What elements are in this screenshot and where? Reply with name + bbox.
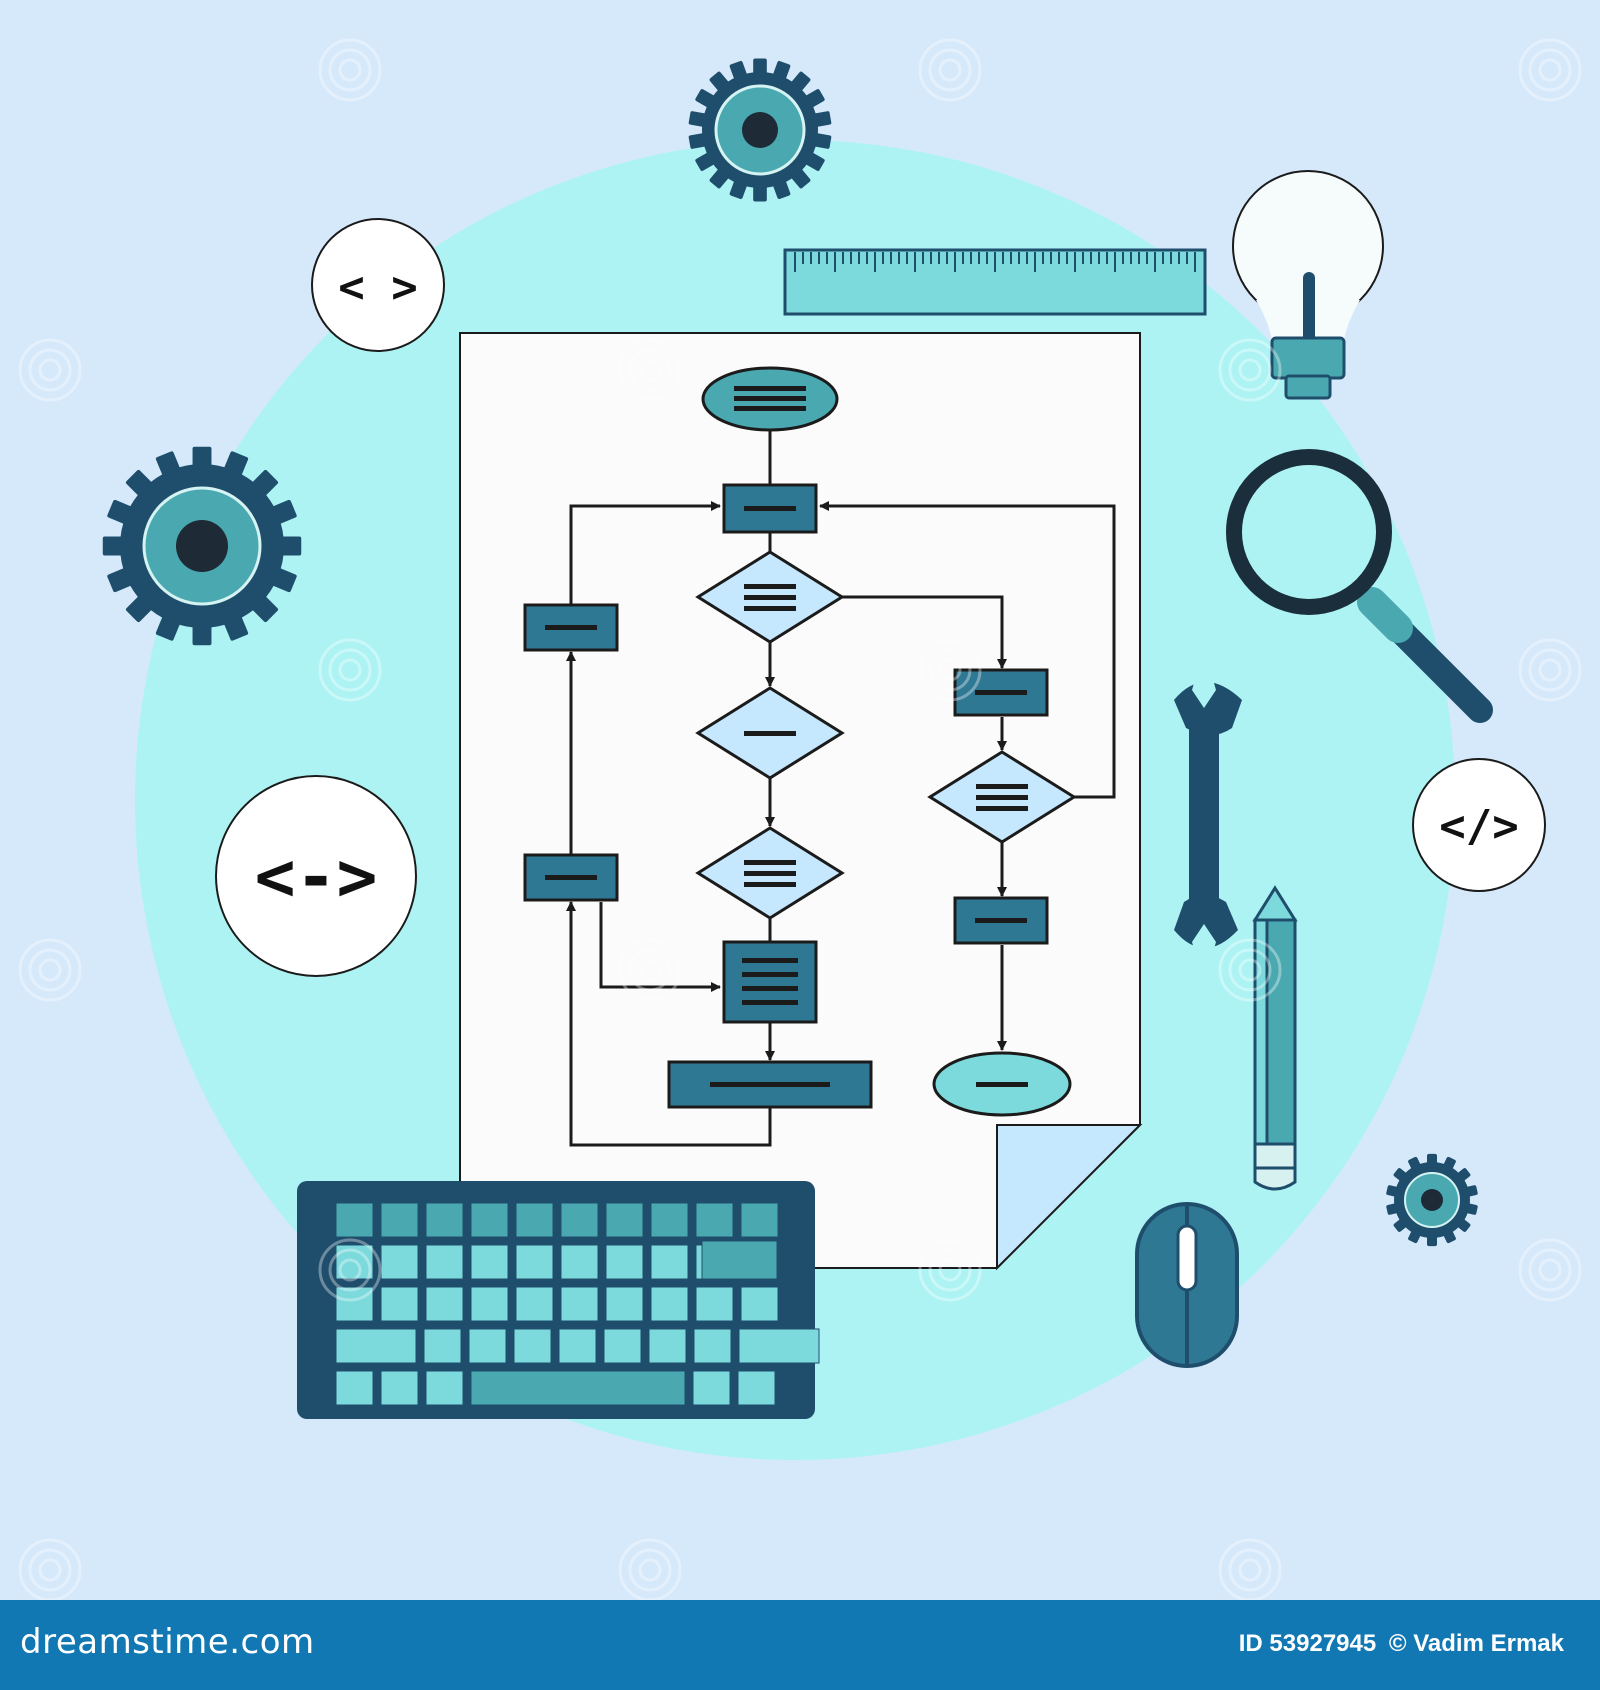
keyboard-key xyxy=(515,1286,554,1322)
flowchart-process-node xyxy=(523,853,619,902)
flowchart-decision-node xyxy=(695,550,845,644)
flowchart-process-node xyxy=(667,1060,873,1109)
mouse-icon xyxy=(1135,1202,1239,1368)
light-bulb-icon xyxy=(1232,170,1384,400)
keyboard-key xyxy=(425,1370,464,1406)
keyboard-key xyxy=(648,1328,687,1364)
code-badge-top-left: < > xyxy=(311,218,445,352)
gear-icon-left xyxy=(102,446,302,646)
keyboard-key xyxy=(603,1328,642,1364)
keyboard-key xyxy=(738,1328,820,1364)
copyright-text: © Vadim Ermak xyxy=(1388,1630,1564,1657)
flowchart xyxy=(523,366,1116,1147)
keyboard-key xyxy=(740,1286,779,1322)
keyboard-key xyxy=(423,1328,462,1364)
keyboard-key xyxy=(695,1286,734,1322)
pencil-icon xyxy=(1252,885,1298,1191)
flowchart-process-node xyxy=(722,483,818,534)
keyboard-key xyxy=(560,1244,599,1280)
flowchart-process-node xyxy=(523,603,619,652)
keyboard-key xyxy=(515,1202,554,1238)
keyboard-key xyxy=(470,1244,509,1280)
flowchart-connectors xyxy=(566,430,1116,1147)
keyboard-key xyxy=(335,1328,417,1364)
keyboard-key xyxy=(335,1202,374,1238)
keyboard-key xyxy=(513,1328,552,1364)
keyboard-key xyxy=(335,1286,374,1322)
keyboard-key xyxy=(468,1328,507,1364)
flowchart-process-node xyxy=(953,668,1049,717)
gear-icon-small xyxy=(1386,1153,1478,1247)
keyboard-key xyxy=(380,1202,419,1238)
magnifier-icon xyxy=(1226,449,1493,723)
keyboard-key xyxy=(425,1244,464,1280)
flowchart-decision-node xyxy=(695,826,845,920)
keyboard-key xyxy=(380,1370,419,1406)
keyboard-key xyxy=(560,1202,599,1238)
keyboard-key xyxy=(650,1244,689,1280)
keyboard-key xyxy=(605,1244,644,1280)
code-badge-middle-left: <-> xyxy=(215,775,417,977)
flowchart-decision-node xyxy=(695,686,845,780)
keyboard-key xyxy=(380,1244,419,1280)
footer-credit: ID 53927945 © Vadim Ermak xyxy=(1239,1630,1570,1658)
keyboard-key xyxy=(425,1286,464,1322)
keyboard-key xyxy=(558,1328,597,1364)
footer-brand[interactable]: dreamstime.com xyxy=(20,1622,315,1662)
keyboard-icon xyxy=(297,1181,820,1419)
image-id: ID 53927945 xyxy=(1238,1630,1377,1657)
flowchart-paper xyxy=(459,332,1143,1271)
keyboard-key xyxy=(425,1202,464,1238)
gear-icon-top xyxy=(688,58,832,202)
keyboard-key xyxy=(605,1286,644,1322)
watermark-layer xyxy=(18,38,1582,1600)
flowchart-start-node xyxy=(701,366,839,432)
keyboard-key xyxy=(693,1328,732,1364)
code-badge-right: </> xyxy=(1412,758,1546,892)
keyboard-key xyxy=(470,1286,509,1322)
keyboard-key xyxy=(515,1244,554,1280)
flowchart-decision-node xyxy=(927,750,1077,844)
keyboard-key xyxy=(335,1370,374,1406)
flowchart-process-node xyxy=(722,940,818,1024)
keyboard-key xyxy=(737,1370,776,1406)
code-badge-right-text: </> xyxy=(1439,801,1518,852)
flowchart-process-node xyxy=(953,896,1049,945)
illustration-canvas: < > <-> </> xyxy=(18,38,1582,1600)
keyboard-key xyxy=(560,1286,599,1322)
keyboard-key xyxy=(695,1202,734,1238)
keyboard-key xyxy=(692,1370,731,1406)
ruler-icon xyxy=(783,248,1207,316)
keyboard-key xyxy=(470,1202,509,1238)
flowchart-end-node xyxy=(932,1051,1072,1117)
keyboard-key xyxy=(740,1202,779,1238)
footer-bar: dreamstime.com ID 53927945 © Vadim Ermak xyxy=(0,1600,1600,1690)
keyboard-key xyxy=(650,1286,689,1322)
keyboard-key xyxy=(470,1370,686,1406)
keyboard-key xyxy=(605,1202,644,1238)
keyboard-key xyxy=(380,1286,419,1322)
code-badge-middle-left-text: <-> xyxy=(255,838,378,917)
code-badge-top-left-text: < > xyxy=(338,262,417,313)
wrench-icon xyxy=(1174,676,1242,956)
keyboard-key xyxy=(650,1202,689,1238)
keyboard-key xyxy=(335,1244,374,1280)
